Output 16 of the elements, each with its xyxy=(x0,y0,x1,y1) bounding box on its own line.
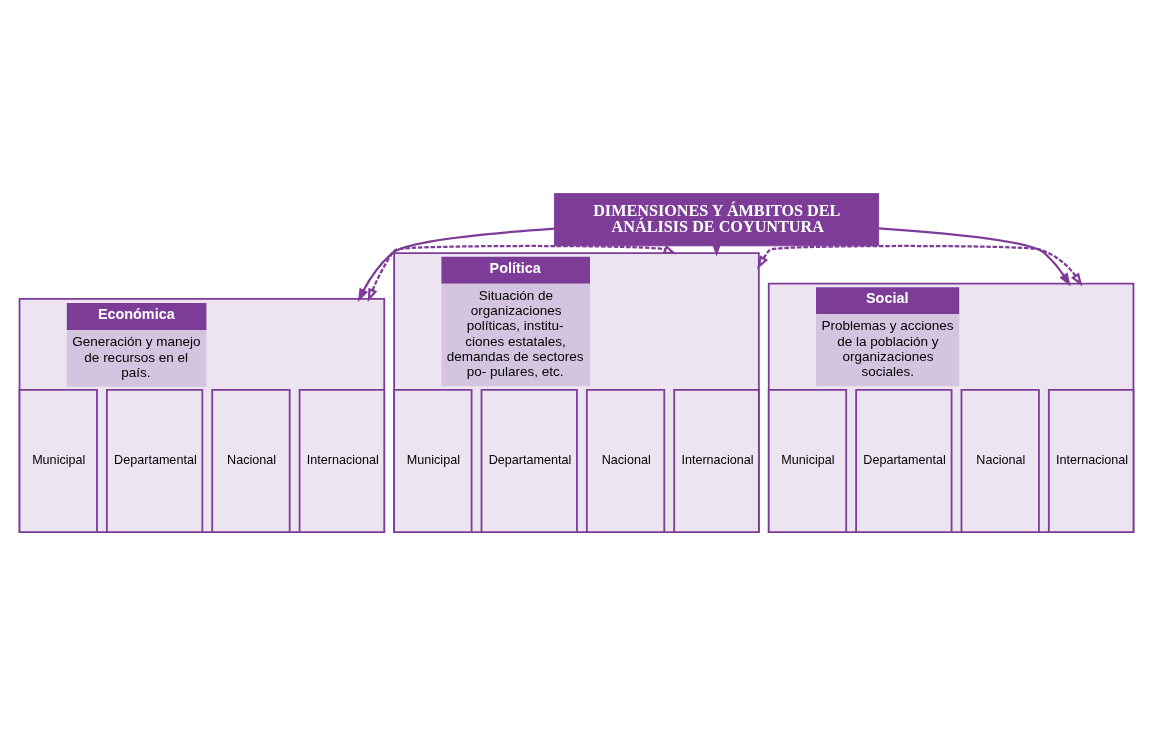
node-box: Departamental xyxy=(480,388,578,533)
arrow xyxy=(357,227,555,302)
node-box: Internacional xyxy=(673,388,760,533)
node-box: Municipal xyxy=(393,388,473,533)
node-box: Nacional xyxy=(211,388,291,533)
arrow xyxy=(878,226,1071,287)
node-box: Internacional xyxy=(1047,388,1135,533)
node-box: Nacional xyxy=(960,388,1040,533)
node-box: Departamental xyxy=(105,388,204,533)
node-box: Departamental xyxy=(855,388,953,533)
node-box: Internacional xyxy=(298,388,386,533)
node-box: Nacional xyxy=(585,388,666,533)
arrow xyxy=(757,244,1083,286)
node-box: Municipal xyxy=(18,388,98,533)
arrow xyxy=(367,244,677,302)
node-box: Municipal xyxy=(767,388,848,533)
